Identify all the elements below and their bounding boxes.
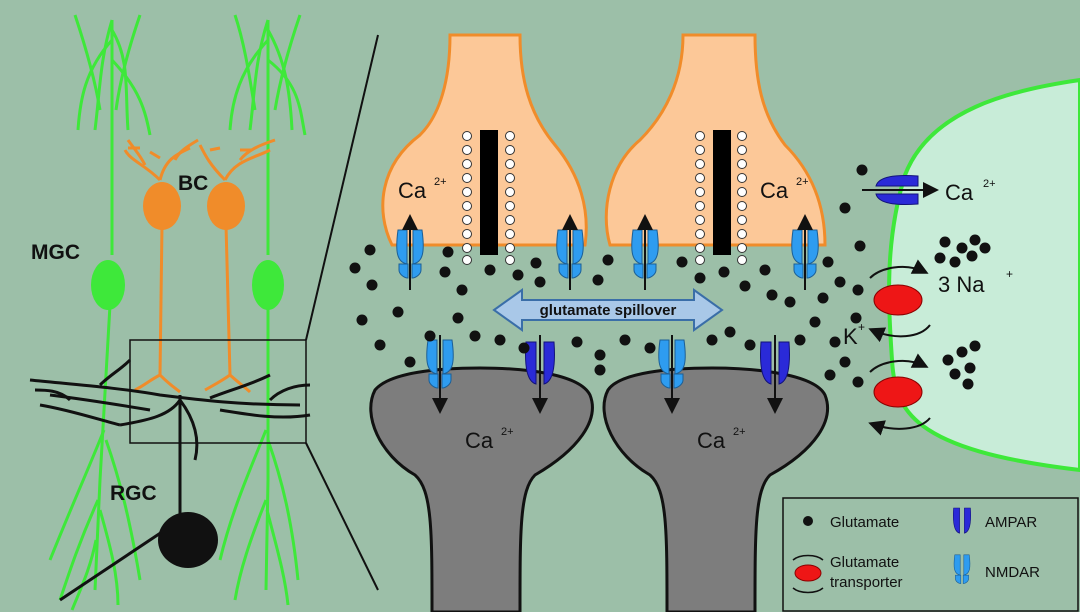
ribbon-bar-right [713, 130, 731, 255]
ribbon-bar-left [480, 130, 498, 255]
bipolar-cell-right-soma [207, 182, 245, 230]
transporter-icon [873, 284, 923, 316]
ion-labels: Ca 2+ Ca 2+ Ca 2+ Ca 2+ Ca 2+ 3 Na + K + [398, 176, 1013, 453]
ribbon-left [462, 130, 515, 265]
retinal-ganglion-cell [29, 358, 311, 602]
nmdar-legend-icon [953, 554, 971, 584]
rgc-soma [158, 512, 218, 568]
glial-cell-body [887, 77, 1080, 473]
muller-glia-left-soma [91, 260, 125, 310]
ca-label-presyn-left: Ca [398, 178, 427, 203]
transporter-legend-icon [794, 564, 822, 582]
label-bc: BC [178, 172, 208, 195]
na-charge: + [1006, 267, 1013, 281]
legend-nmdar: NMDAR [985, 564, 1040, 581]
muller-glia-right-soma [252, 260, 284, 310]
glial-ampar [862, 174, 939, 206]
ribbon-right [695, 130, 747, 265]
presynaptic-channels [396, 214, 819, 290]
postsynaptic-receptors [426, 335, 791, 414]
legend-transporter-line2: transporter [830, 574, 903, 591]
glia-glutamate-clusters [934, 234, 991, 390]
zoom-line-bottom [305, 442, 379, 591]
glutamate-molecules [349, 164, 868, 388]
postsynaptic-terminal-right [602, 366, 830, 612]
ca-charge-postsyn-right: 2+ [733, 426, 746, 438]
zoom-line-top [305, 34, 379, 341]
postsynaptic-terminal-left [369, 366, 594, 612]
glutamate-icon [803, 516, 813, 526]
ca-charge-presyn-left: 2+ [434, 176, 447, 188]
glutamate-transporters [868, 259, 931, 436]
label-rgc: RGC [110, 482, 157, 505]
legend: Glutamate Glutamate transporter AMPAR NM… [782, 497, 1079, 612]
legend-box [782, 497, 1079, 612]
k-label: K [843, 324, 858, 349]
spillover-label: glutamate spillover [540, 302, 677, 319]
transporter-legend-arc-bottom [792, 587, 824, 594]
ca-label-presyn-right: Ca [760, 178, 789, 203]
ca-label-glia: Ca [945, 180, 974, 205]
muller-glia-left [48, 14, 152, 611]
legend-transporter-line1: Glutamate [830, 554, 899, 571]
spillover-arrow: glutamate spillover [492, 288, 724, 332]
ca-label-postsyn-right: Ca [697, 428, 726, 453]
legend-glutamate: Glutamate [830, 514, 899, 531]
na-label: 3 Na [938, 272, 985, 297]
ca-charge-postsyn-left: 2+ [501, 426, 514, 438]
bipolar-cells [123, 138, 276, 394]
ca-label-postsyn-left: Ca [465, 428, 494, 453]
ampar-legend-icon [952, 507, 972, 534]
k-charge: + [858, 320, 865, 334]
bipolar-cell-left-soma [143, 182, 181, 230]
retina-overview-panel: MGC BC RGC [29, 14, 379, 611]
synapse-zoom-panel: glutamate spillover Ca 2+ Ca 2+ Ca 2+ Ca… [349, 33, 1080, 612]
legend-ampar: AMPAR [985, 514, 1037, 531]
transporter-legend-arc-top [792, 554, 824, 561]
ca-charge-presyn-right: 2+ [796, 176, 809, 188]
label-mgc: MGC [31, 241, 80, 264]
muller-glia-right [218, 14, 307, 606]
zoom-region-box [129, 339, 307, 444]
transporter-icon [873, 376, 923, 408]
ca-charge-glia: 2+ [983, 178, 996, 190]
